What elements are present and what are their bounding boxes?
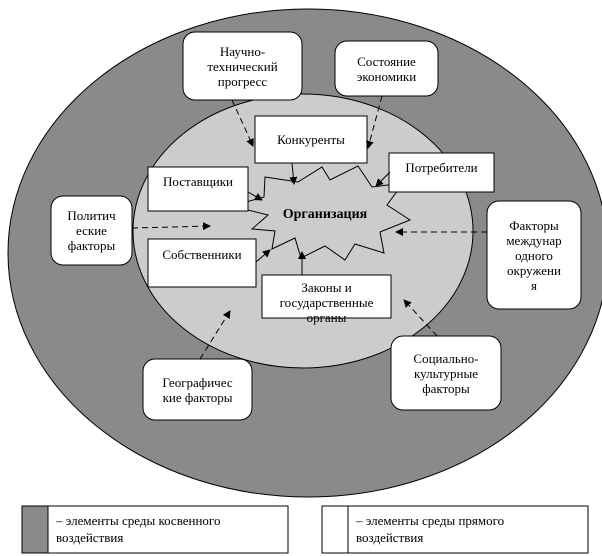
- organization-label: Организация: [282, 206, 368, 222]
- arrow-competitors: [289, 162, 298, 185]
- organization-star: [230, 165, 412, 261]
- arrow-consumers: [375, 171, 391, 187]
- economy-box: [334, 40, 439, 97]
- international-label: Факторы междунар одного окружени я: [506, 217, 562, 293]
- arrow-owners: [255, 249, 271, 263]
- legend-indirect-swatch: [21, 505, 49, 554]
- suppliers-box: [147, 166, 249, 212]
- sociocultural-label: Социально- культурные факторы: [413, 350, 479, 396]
- legend-indirect-text: – элементы среды косвенного воздействия: [56, 513, 221, 545]
- arrow-political: [131, 222, 211, 231]
- suppliers-label: Поставщики: [163, 173, 233, 189]
- laws-box: [261, 274, 392, 319]
- competitors-label: Конкуренты: [277, 132, 345, 147]
- legend-direct-swatch: [321, 505, 349, 554]
- owners-box: [147, 238, 257, 288]
- arrow-suppliers: [247, 191, 263, 201]
- owners-label: Собственники: [162, 246, 242, 262]
- political-box: [50, 195, 133, 266]
- legend-indirect-frame: [21, 505, 289, 554]
- economy-label: Состояние экономики: [356, 53, 417, 84]
- scitech-box: [182, 31, 303, 101]
- sociocultural-box: [390, 335, 502, 411]
- scitech-label: Научно- технический прогресс: [207, 43, 278, 89]
- political-label: Политич еские факторы: [67, 208, 116, 253]
- geographic-label: Географичес кие факторы: [162, 374, 233, 405]
- arrow-sociocultural: [403, 299, 438, 337]
- competitors-box: [254, 115, 368, 164]
- international-box: [486, 200, 582, 310]
- laws-label: Законы и государственные органы: [279, 279, 374, 325]
- consumers-label: Потребители: [405, 159, 478, 175]
- arrow-scitech: [231, 99, 254, 147]
- geographic-box: [142, 358, 253, 421]
- legend-direct-text: – элементы среды прямого воздействия: [356, 513, 505, 545]
- arrow-economy: [365, 95, 383, 149]
